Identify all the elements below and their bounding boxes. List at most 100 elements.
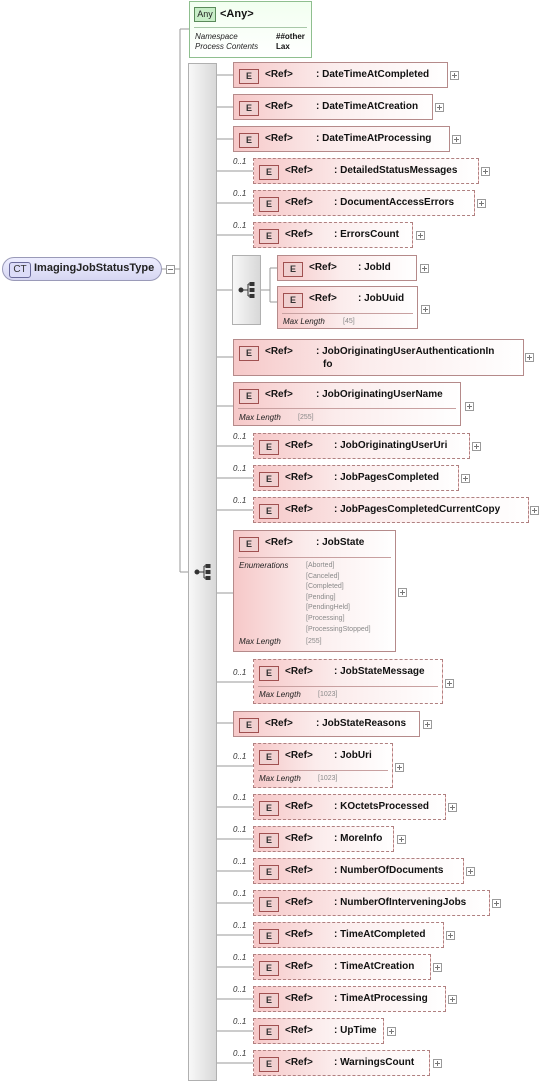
element-name: : JobPagesCompletedCurrentCopy bbox=[334, 504, 501, 515]
any-wildcard-node[interactable]: Any <Any> Namespace ##other Process Cont… bbox=[189, 1, 312, 58]
occurrence-label: 0..1 bbox=[233, 857, 247, 866]
element-badge: E bbox=[259, 197, 279, 212]
occurrence-label: 0..1 bbox=[233, 889, 247, 898]
element-jobuuid[interactable]: E <Ref> : JobUuid Max Length [45] bbox=[277, 286, 418, 329]
occurrence-label: 0..1 bbox=[233, 496, 247, 505]
element-moreinfo[interactable]: E <Ref> : MoreInfo bbox=[253, 826, 394, 852]
expand-toggle[interactable] bbox=[445, 679, 454, 688]
element-detailedstatusmessages[interactable]: E <Ref> : DetailedStatusMessages bbox=[253, 158, 479, 184]
expand-toggle[interactable] bbox=[433, 963, 442, 972]
expand-toggle[interactable] bbox=[448, 995, 457, 1004]
element-joboriginatingusername[interactable]: E <Ref> : JobOriginatingUserName Max Len… bbox=[233, 382, 461, 426]
ref-label: <Ref> bbox=[285, 833, 313, 844]
expand-toggle[interactable] bbox=[387, 1027, 396, 1036]
element-badge: E bbox=[239, 389, 259, 404]
max-length-value: [1023] bbox=[318, 691, 338, 698]
element-name: : TimeAtProcessing bbox=[334, 993, 428, 1004]
ref-label: <Ref> bbox=[309, 262, 337, 273]
element-koctetsprocessed[interactable]: E <Ref> : KOctetsProcessed bbox=[253, 794, 446, 820]
element-name: : JobState bbox=[316, 537, 365, 548]
expand-toggle[interactable] bbox=[423, 720, 432, 729]
expand-toggle[interactable] bbox=[452, 135, 461, 144]
ref-label: <Ref> bbox=[285, 750, 313, 761]
element-badge: E bbox=[239, 718, 259, 733]
element-uptime[interactable]: E <Ref> : UpTime bbox=[253, 1018, 384, 1044]
occurrence-label: 0..1 bbox=[233, 221, 247, 230]
element-datetimeatprocessing[interactable]: E <Ref> : DateTimeAtProcessing bbox=[233, 126, 450, 152]
facet-separator bbox=[238, 557, 391, 558]
element-jobid[interactable]: E <Ref> : JobId bbox=[277, 255, 417, 281]
occurrence-label: 0..1 bbox=[233, 752, 247, 761]
element-joboriginatinguserauthenticationinfo[interactable]: E <Ref> : JobOriginatingUserAuthenticati… bbox=[233, 339, 524, 376]
expand-toggle[interactable] bbox=[433, 1059, 442, 1068]
occurrence-label: 0..1 bbox=[233, 464, 247, 473]
element-numberofdocuments[interactable]: E <Ref> : NumberOfDocuments bbox=[253, 858, 464, 884]
element-jobstatereasons[interactable]: E <Ref> : JobStateReasons bbox=[233, 711, 420, 737]
expand-toggle[interactable] bbox=[530, 506, 539, 515]
element-errorscount[interactable]: E <Ref> : ErrorsCount bbox=[253, 222, 413, 248]
expand-toggle[interactable] bbox=[397, 835, 406, 844]
element-jobstate[interactable]: E <Ref> : JobState Enumerations [Aborted… bbox=[233, 530, 396, 652]
ref-label: <Ref> bbox=[285, 1025, 313, 1036]
element-name: : NumberOfInterveningJobs bbox=[334, 897, 467, 908]
element-jobstatemessage[interactable]: E <Ref> : JobStateMessage Max Length [10… bbox=[253, 659, 443, 704]
expand-toggle[interactable] bbox=[492, 899, 501, 908]
element-datetimeatcompleted[interactable]: E <Ref> : DateTimeAtCompleted bbox=[233, 62, 448, 88]
expand-toggle[interactable] bbox=[466, 867, 475, 876]
process-contents-label: Process Contents bbox=[195, 42, 259, 51]
expand-toggle[interactable] bbox=[525, 353, 534, 362]
expand-toggle[interactable] bbox=[465, 402, 474, 411]
occurrence-label: 0..1 bbox=[233, 953, 247, 962]
complex-type-node[interactable]: CT ImagingJobStatusType bbox=[2, 257, 162, 281]
element-name: : JobId bbox=[358, 262, 391, 273]
expand-toggle[interactable] bbox=[398, 588, 407, 597]
max-length-value: [45] bbox=[343, 318, 355, 325]
expand-toggle[interactable] bbox=[446, 931, 455, 940]
element-timeatcreation[interactable]: E <Ref> : TimeAtCreation bbox=[253, 954, 431, 980]
ref-label: <Ref> bbox=[265, 389, 293, 400]
element-documentaccesserrors[interactable]: E <Ref> : DocumentAccessErrors bbox=[253, 190, 475, 216]
element-joboriginatinguseruri[interactable]: E <Ref> : JobOriginatingUserUri bbox=[253, 433, 470, 459]
expand-toggle[interactable] bbox=[416, 231, 425, 240]
expand-toggle[interactable] bbox=[481, 167, 490, 176]
element-badge: E bbox=[283, 262, 303, 277]
element-name: : DateTimeAtCompleted bbox=[316, 69, 430, 80]
expand-toggle[interactable] bbox=[435, 103, 444, 112]
ref-label: <Ref> bbox=[265, 101, 293, 112]
facet-separator bbox=[282, 313, 413, 314]
ref-label: <Ref> bbox=[285, 666, 313, 677]
enumerations-label: Enumerations bbox=[239, 561, 289, 570]
occurrence-label: 0..1 bbox=[233, 1017, 247, 1026]
complex-type-badge: CT bbox=[9, 262, 31, 278]
expand-toggle[interactable] bbox=[477, 199, 486, 208]
expand-toggle[interactable] bbox=[450, 71, 459, 80]
ref-label: <Ref> bbox=[265, 346, 293, 357]
expand-toggle[interactable] bbox=[395, 763, 404, 772]
element-warningscount[interactable]: E <Ref> : WarningsCount bbox=[253, 1050, 430, 1076]
element-datetimeatcreation[interactable]: E <Ref> : DateTimeAtCreation bbox=[233, 94, 433, 120]
element-name: : DetailedStatusMessages bbox=[334, 165, 458, 176]
expand-toggle[interactable] bbox=[420, 264, 429, 273]
element-timeatprocessing[interactable]: E <Ref> : TimeAtProcessing bbox=[253, 986, 446, 1012]
element-numberofinterveningjobs[interactable]: E <Ref> : NumberOfInterveningJobs bbox=[253, 890, 490, 916]
element-joburi[interactable]: E <Ref> : JobUri Max Length [1023] bbox=[253, 743, 393, 788]
element-badge: E bbox=[259, 993, 279, 1008]
expand-toggle[interactable] bbox=[421, 305, 430, 314]
any-title: <Any> bbox=[220, 8, 254, 20]
occurrence-label: 0..1 bbox=[233, 1049, 247, 1058]
element-badge: E bbox=[259, 666, 279, 681]
element-badge: E bbox=[259, 961, 279, 976]
ref-label: <Ref> bbox=[285, 440, 313, 451]
sequence-icon bbox=[194, 564, 211, 580]
expand-toggle[interactable] bbox=[448, 803, 457, 812]
element-jobpagescompleted[interactable]: E <Ref> : JobPagesCompleted bbox=[253, 465, 459, 491]
element-badge: E bbox=[259, 833, 279, 848]
element-jobpagescompletedcurrentcopy[interactable]: E <Ref> : JobPagesCompletedCurrentCopy bbox=[253, 497, 529, 523]
expand-toggle[interactable] bbox=[472, 442, 481, 451]
element-name: : JobUri bbox=[334, 750, 372, 761]
element-timeatcompleted[interactable]: E <Ref> : TimeAtCompleted bbox=[253, 922, 444, 948]
element-badge: E bbox=[259, 1057, 279, 1072]
expand-toggle[interactable] bbox=[461, 474, 470, 483]
any-separator bbox=[194, 27, 307, 28]
collapse-toggle[interactable] bbox=[166, 265, 175, 274]
